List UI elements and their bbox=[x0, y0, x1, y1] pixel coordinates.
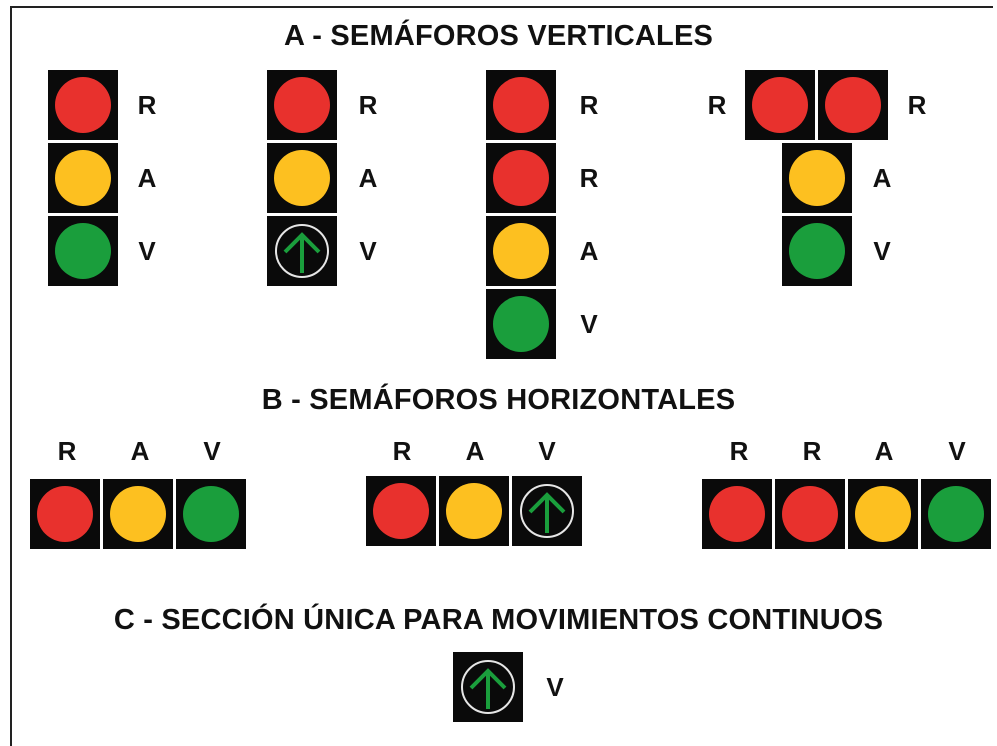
lamp-label: R bbox=[358, 90, 378, 120]
signal-cell bbox=[366, 476, 436, 546]
green-up-arrow-icon bbox=[275, 224, 329, 278]
green-lamp bbox=[183, 486, 239, 542]
signal-cell bbox=[267, 216, 337, 286]
signal-cell bbox=[486, 70, 556, 140]
lamp-label: A bbox=[137, 163, 157, 193]
lamp-label: V bbox=[546, 672, 564, 702]
green-up-arrow-icon bbox=[520, 484, 574, 538]
signal-cell bbox=[921, 479, 991, 549]
amber-lamp bbox=[855, 486, 911, 542]
signal-cell bbox=[453, 652, 523, 722]
lamp-label: A bbox=[874, 436, 894, 466]
red-lamp bbox=[709, 486, 765, 542]
signal-cell bbox=[782, 216, 852, 286]
lamp-label: A bbox=[358, 163, 378, 193]
red-lamp bbox=[55, 77, 111, 133]
lamp-label: R bbox=[57, 436, 77, 466]
signal-cell bbox=[176, 479, 246, 549]
lamp-label: V bbox=[580, 309, 598, 339]
signal-cell bbox=[702, 479, 772, 549]
lamp-label: R bbox=[579, 90, 599, 120]
lamp-label: A bbox=[579, 236, 599, 266]
lamp-label: A bbox=[872, 163, 892, 193]
diagram-frame bbox=[10, 6, 993, 746]
red-lamp bbox=[373, 483, 429, 539]
signal-cell bbox=[267, 143, 337, 213]
section-a-heading: A - SEMÁFOROS VERTICALES bbox=[283, 20, 714, 52]
amber-lamp bbox=[789, 150, 845, 206]
green-lamp bbox=[55, 223, 111, 279]
signal-cell bbox=[486, 289, 556, 359]
lamp-label: V bbox=[359, 236, 377, 266]
lamp-label: V bbox=[538, 436, 556, 466]
signal-cell bbox=[48, 216, 118, 286]
lamp-label: A bbox=[465, 436, 485, 466]
lamp-label: V bbox=[873, 236, 891, 266]
signal-cell bbox=[267, 70, 337, 140]
signal-cell bbox=[782, 143, 852, 213]
green-lamp bbox=[789, 223, 845, 279]
red-lamp bbox=[493, 150, 549, 206]
green-up-arrow-icon bbox=[461, 660, 515, 714]
lamp-label: A bbox=[130, 436, 150, 466]
signal-cell bbox=[30, 479, 100, 549]
signal-cell bbox=[848, 479, 918, 549]
lamp-label: V bbox=[948, 436, 966, 466]
amber-lamp bbox=[446, 483, 502, 539]
signal-cell bbox=[48, 70, 118, 140]
lamp-label: V bbox=[203, 436, 221, 466]
red-lamp bbox=[752, 77, 808, 133]
signal-cell bbox=[486, 216, 556, 286]
signal-cell bbox=[103, 479, 173, 549]
lamp-label: R bbox=[707, 90, 727, 120]
signal-cell bbox=[486, 143, 556, 213]
signal-cell bbox=[512, 476, 582, 546]
amber-lamp bbox=[110, 486, 166, 542]
lamp-label: R bbox=[729, 436, 749, 466]
lamp-label: R bbox=[802, 436, 822, 466]
red-lamp bbox=[493, 77, 549, 133]
lamp-label: V bbox=[138, 236, 156, 266]
red-lamp bbox=[825, 77, 881, 133]
green-lamp bbox=[493, 296, 549, 352]
amber-lamp bbox=[274, 150, 330, 206]
green-lamp bbox=[928, 486, 984, 542]
lamp-label: R bbox=[579, 163, 599, 193]
lamp-label: R bbox=[137, 90, 157, 120]
red-lamp bbox=[274, 77, 330, 133]
red-lamp bbox=[37, 486, 93, 542]
signal-cell bbox=[48, 143, 118, 213]
amber-lamp bbox=[55, 150, 111, 206]
signal-cell bbox=[439, 476, 509, 546]
amber-lamp bbox=[493, 223, 549, 279]
lamp-label: R bbox=[392, 436, 412, 466]
signal-cell bbox=[818, 70, 888, 140]
signal-cell bbox=[745, 70, 815, 140]
lamp-label: R bbox=[907, 90, 927, 120]
signal-cell bbox=[775, 479, 845, 549]
section-b-heading: B - SEMÁFOROS HORIZONTALES bbox=[261, 384, 736, 416]
red-lamp bbox=[782, 486, 838, 542]
section-c-heading: C - SECCIÓN ÚNICA PARA MOVIMIENTOS CONTI… bbox=[113, 604, 884, 636]
